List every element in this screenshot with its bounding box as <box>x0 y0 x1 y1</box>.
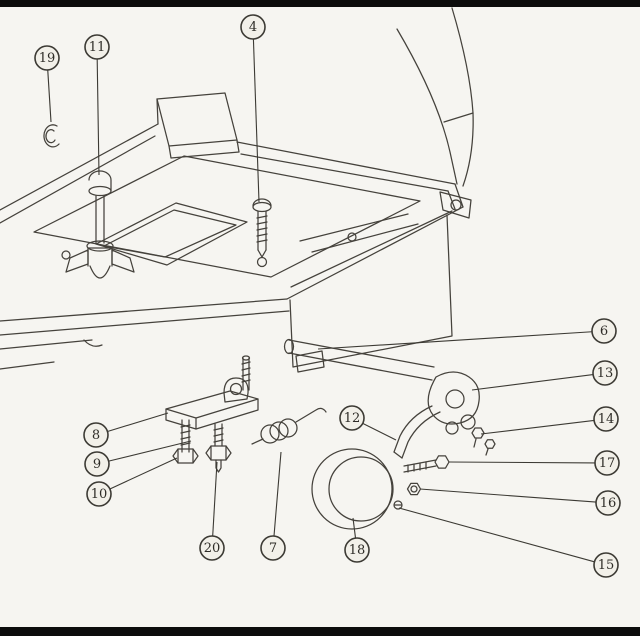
callout-leader <box>352 517 357 539</box>
part-13-crank <box>427 371 480 435</box>
callout-10: 10 <box>86 457 178 507</box>
callout-circle <box>591 318 617 344</box>
callout-circle <box>593 552 619 578</box>
part-10-nut <box>172 448 199 464</box>
callout-circle <box>592 360 618 386</box>
callout-11: 11 <box>84 34 110 176</box>
callout-leader <box>471 373 594 391</box>
callout-circle <box>83 422 109 448</box>
callout-leader <box>317 331 593 350</box>
callout-leader <box>212 461 218 537</box>
callout-number: 13 <box>597 366 614 381</box>
part-7-spring <box>251 407 327 445</box>
callout-leader <box>273 451 282 537</box>
part-11-wing-stud <box>65 170 135 279</box>
callout-leader <box>107 412 169 433</box>
callout-leader <box>419 488 597 503</box>
callout-number: 17 <box>599 456 616 471</box>
callout-leader <box>109 457 178 490</box>
part-17-bolt <box>403 455 450 473</box>
letterbox-bottom <box>0 627 640 636</box>
callout-19: 19 <box>34 45 60 123</box>
callout-circle <box>199 535 225 561</box>
callout-7: 7 <box>260 451 286 561</box>
drawing-layer <box>0 7 496 530</box>
callout-circle <box>240 14 266 40</box>
callout-circle <box>593 406 619 432</box>
callout-leader <box>108 440 192 462</box>
part-16-nut <box>406 482 422 496</box>
callout-18: 18 <box>344 517 370 563</box>
callout-circle <box>84 34 110 60</box>
part-4-screw <box>252 198 272 258</box>
part-19-ring <box>43 124 60 148</box>
callout-number: 10 <box>91 487 108 502</box>
callout-number: 15 <box>598 558 615 573</box>
callout-number: 18 <box>349 543 366 558</box>
callout-number: 8 <box>92 428 100 443</box>
letterbox-top <box>0 0 640 7</box>
callout-number: 7 <box>269 541 277 556</box>
callout-leader <box>47 69 52 123</box>
callout-15: 15 <box>398 507 619 578</box>
callout-12: 12 <box>339 405 397 441</box>
callout-14: 14 <box>480 406 619 435</box>
callout-number: 19 <box>39 51 56 66</box>
callout-number: 4 <box>249 20 257 35</box>
part-8-bracket <box>165 355 259 430</box>
body-cutaway-lines <box>396 7 474 187</box>
callout-8: 8 <box>83 412 169 448</box>
callout-circle <box>84 451 110 477</box>
callout-circle <box>260 535 286 561</box>
callout-20: 20 <box>199 461 225 561</box>
callout-leader <box>480 419 595 435</box>
callout-leader <box>448 461 596 464</box>
callout-circle <box>595 490 621 516</box>
callout-number: 9 <box>93 457 101 472</box>
callout-leader <box>96 58 100 176</box>
part-9-screw <box>180 419 191 453</box>
part-18-knob <box>311 448 394 530</box>
callout-6: 6 <box>317 318 617 350</box>
callout-number: 11 <box>89 40 106 55</box>
callout-number: 16 <box>600 496 617 511</box>
callout-circle <box>594 450 620 476</box>
part-12-arm <box>393 405 441 459</box>
callout-leader <box>252 38 260 203</box>
part-14-screws <box>471 427 496 456</box>
callout-circle <box>339 405 365 431</box>
callout-number: 14 <box>598 412 615 427</box>
callout-13: 13 <box>471 360 618 391</box>
callout-circle <box>34 45 60 71</box>
callout-leader <box>398 507 595 563</box>
part-6-shaft <box>283 338 435 381</box>
callout-9: 9 <box>84 440 192 477</box>
callout-number: 12 <box>344 411 361 426</box>
callouts-layer: 19 11 4 6 13 14 17 16 15 12 8 9 10 20 7 18 <box>34 14 621 578</box>
callout-number: 20 <box>204 541 221 556</box>
callout-17: 17 <box>448 450 620 476</box>
callout-4: 4 <box>240 14 266 203</box>
callout-number: 6 <box>600 324 608 339</box>
callout-circle <box>86 481 112 507</box>
part-15-screw <box>393 500 403 510</box>
callout-circle <box>344 537 370 563</box>
part-20-nut <box>205 423 232 473</box>
callout-leader <box>362 422 397 441</box>
callout-16: 16 <box>419 488 621 516</box>
oil-pan-base <box>0 92 472 373</box>
